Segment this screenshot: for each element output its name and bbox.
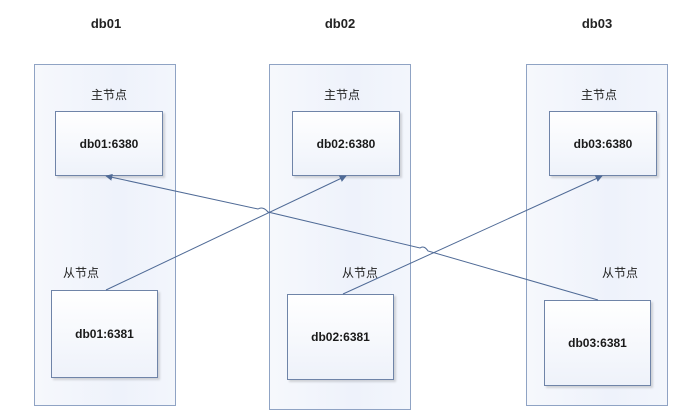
slave-node-db03[interactable]: db03:6381	[544, 300, 651, 386]
server-title-db03: db03	[581, 16, 613, 31]
server-title-db02: db02	[324, 16, 356, 31]
slave-label-db03: 从节点	[602, 266, 639, 280]
slave-node-db01[interactable]: db01:6381	[51, 290, 158, 378]
slave-label-db02: 从节点	[342, 266, 379, 280]
slave-label-db01: 从节点	[63, 266, 100, 280]
master-label-db01: 主节点	[91, 88, 128, 102]
master-node-db01[interactable]: db01:6380	[55, 111, 163, 176]
server-title-db01: db01	[90, 16, 122, 31]
master-node-db02[interactable]: db02:6380	[292, 111, 400, 176]
slave-node-db02[interactable]: db02:6381	[287, 294, 394, 380]
master-label-db02: 主节点	[324, 88, 361, 102]
master-label-db03: 主节点	[581, 88, 618, 102]
master-node-db03[interactable]: db03:6380	[549, 111, 657, 176]
